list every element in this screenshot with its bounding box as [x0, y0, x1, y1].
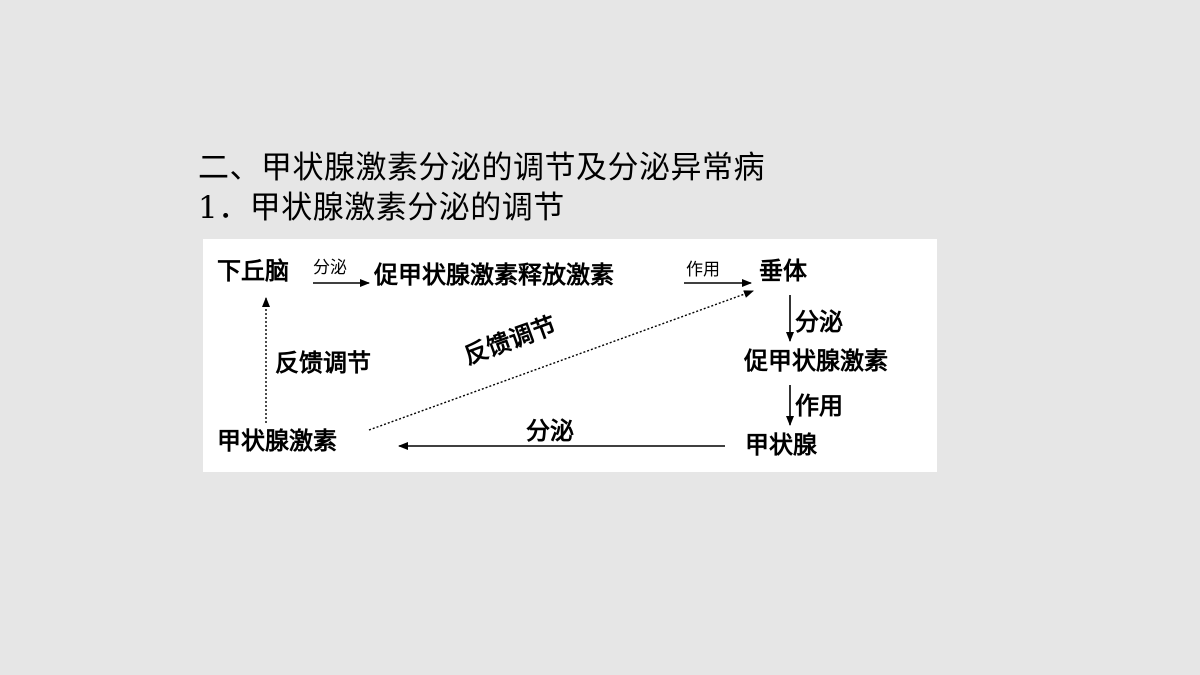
diagram-arrows	[262, 279, 794, 450]
label-thyroid-to-hormone: 分泌	[526, 416, 574, 445]
label-pituitary-to-tsh: 分泌	[795, 307, 843, 336]
label-feedback-to-hypothalamus: 反馈调节	[275, 348, 371, 377]
subsection-heading: 1．甲状腺激素分泌的调节	[198, 190, 565, 226]
label-trh-to-pituitary: 作用	[686, 260, 720, 280]
node-trh: 促甲状腺激素释放激素	[374, 260, 614, 289]
regulation-diagram: 下丘脑 促甲状腺激素释放激素 垂体 促甲状腺激素 甲状腺 甲状腺激素 分泌 作用…	[203, 239, 937, 472]
section-heading: 二、甲状腺激素分泌的调节及分泌异常病	[198, 150, 765, 186]
arrow-feedback-to-pituitary	[368, 290, 754, 431]
node-thyroid-hormone: 甲状腺激素	[217, 426, 337, 455]
node-hypothalamus: 下丘脑	[217, 256, 289, 285]
label-tsh-to-thyroid: 作用	[795, 391, 843, 420]
node-pituitary: 垂体	[759, 256, 807, 285]
node-tsh: 促甲状腺激素	[744, 346, 888, 375]
node-thyroid: 甲状腺	[745, 430, 817, 459]
label-hypothalamus-to-trh: 分泌	[313, 258, 347, 278]
